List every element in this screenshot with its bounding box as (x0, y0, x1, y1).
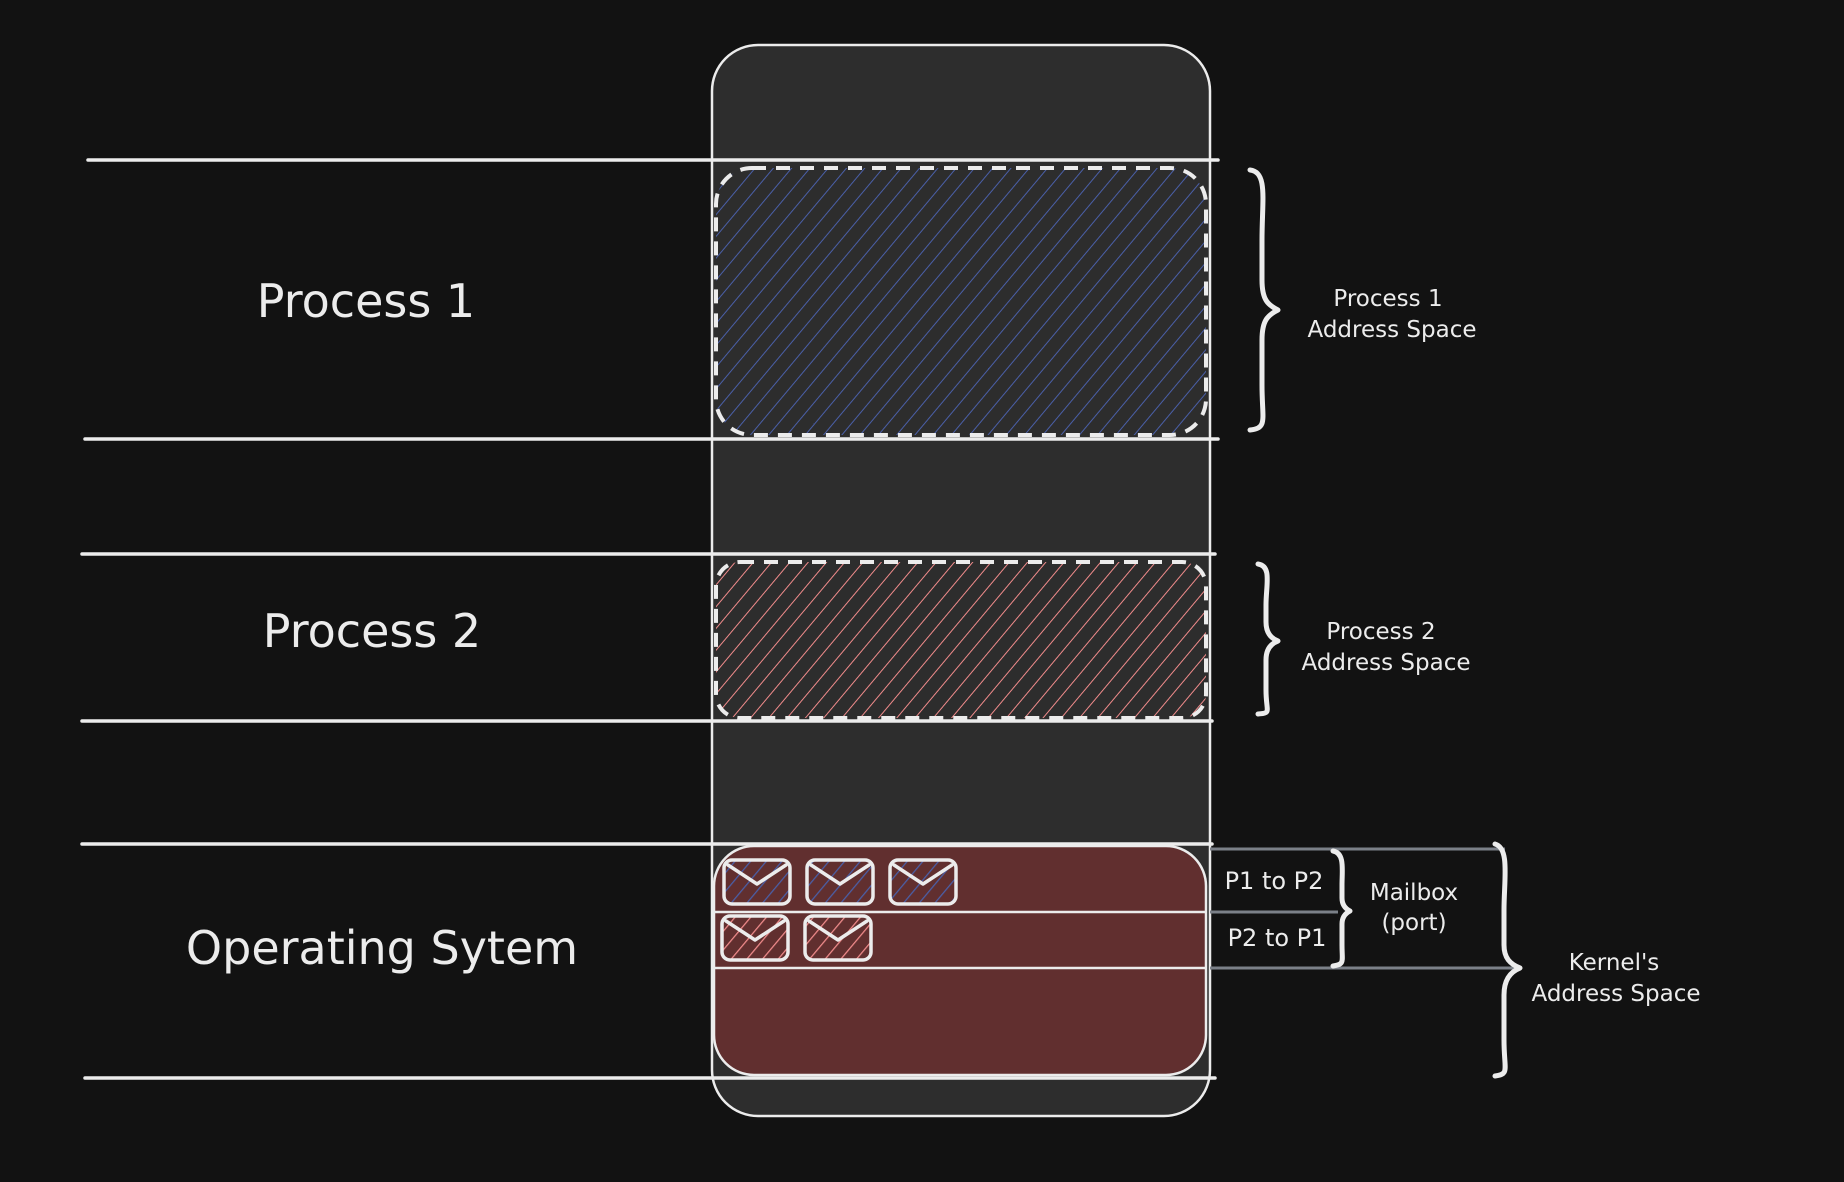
message-envelope-icon (803, 914, 873, 962)
message-envelope-icon (805, 858, 875, 906)
process1-address-space (714, 166, 1208, 437)
message-envelope-icon (722, 858, 792, 906)
mailbox-label-line2: (port) (1381, 910, 1446, 936)
region-boundaries (80, 158, 1220, 1080)
mailbox-label-line1: Mailbox (1370, 880, 1458, 906)
os-label: Operating Sytem (186, 921, 578, 975)
kernel-space-label-line1: Kernel's (1569, 950, 1660, 976)
mailbox-row2-label: P2 to P1 (1228, 924, 1327, 952)
process2-space-label-line2: Address Space (1302, 650, 1471, 676)
message-envelope-icon (720, 914, 790, 962)
process1-brace (1247, 167, 1281, 433)
process2-address-space (714, 560, 1208, 720)
process1-space-label-line1: Process 1 (1333, 286, 1442, 312)
messages (720, 858, 958, 962)
kernel-brace (1492, 841, 1523, 1079)
message-envelope-icon (888, 858, 958, 906)
process2-brace (1255, 561, 1281, 717)
mailbox-brace (1330, 848, 1353, 969)
mailbox-row1-label: P1 to P2 (1225, 867, 1324, 895)
process2-space-label-line1: Process 2 (1326, 619, 1435, 645)
process1-space-label-line2: Address Space (1308, 317, 1477, 343)
process1-label: Process 1 (257, 274, 475, 328)
kernel-space-label-line2: Address Space (1532, 981, 1701, 1007)
process2-label: Process 2 (263, 604, 481, 658)
